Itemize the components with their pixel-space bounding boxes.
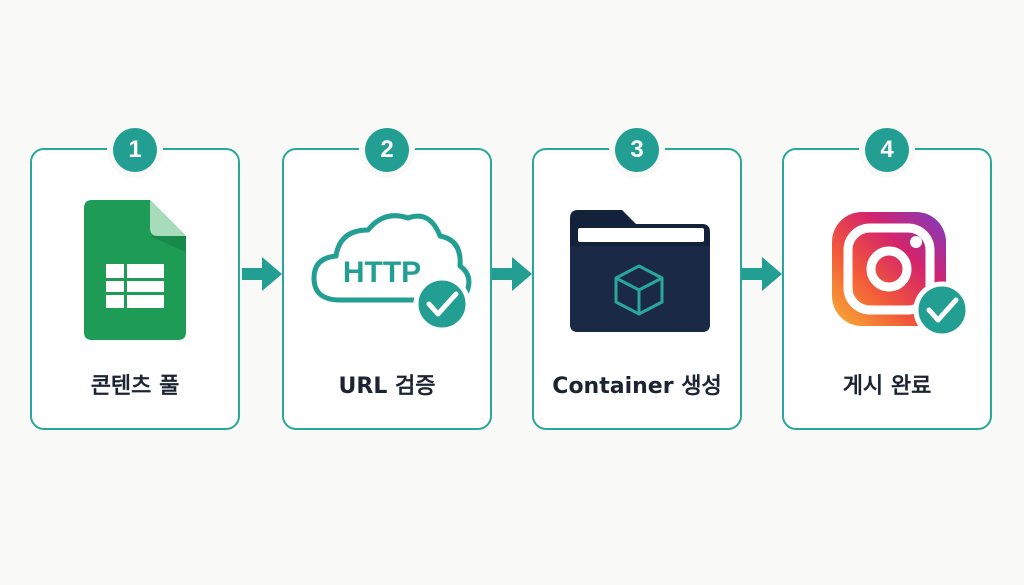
- arrow-right-icon: [242, 257, 282, 291]
- step-card-3: 3 Container 생성: [532, 128, 742, 430]
- step-label: 콘텐츠 풀: [90, 374, 180, 399]
- http-cloud-icon: HTTP: [311, 213, 472, 333]
- arrow-right-icon: [742, 257, 782, 291]
- instagram-icon: [832, 212, 971, 339]
- spreadsheet-icon: [84, 200, 186, 340]
- http-text: HTTP: [343, 256, 421, 289]
- step-number-badge: 4: [865, 128, 909, 172]
- step-label: 게시 완료: [842, 374, 932, 399]
- step-card-2: 2 HTTP URL 검증: [282, 128, 492, 430]
- step-card-4: 4 게시 완료: [782, 128, 992, 430]
- step-label: URL 검증: [338, 374, 436, 399]
- step-number-badge: 3: [615, 128, 659, 172]
- step-card-1: 1 콘텐츠 풀: [30, 128, 240, 430]
- step-number-badge: 2: [365, 128, 409, 172]
- folder-cube-icon: [570, 210, 710, 332]
- step-number-badge: 1: [113, 128, 157, 172]
- arrow-right-icon: [492, 257, 532, 291]
- step-label: Container 생성: [552, 374, 722, 399]
